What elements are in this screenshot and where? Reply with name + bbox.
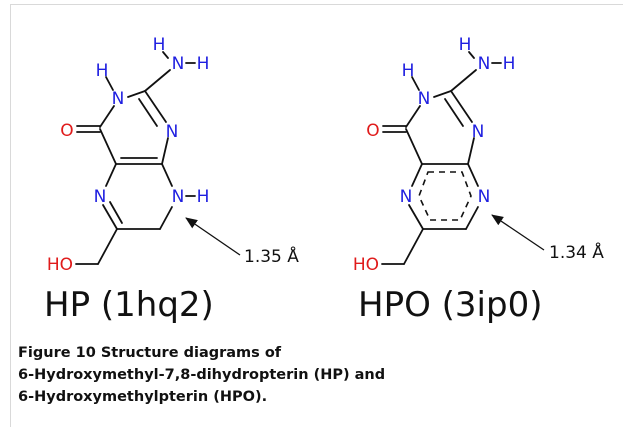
- bond-length-arrow-hp: [185, 217, 241, 256]
- caption-label: Figure 10: [18, 345, 96, 361]
- atom-n-amino: N: [172, 54, 185, 74]
- atom-n8: N: [172, 187, 185, 207]
- caption-line-1: Figure 10 Structure diagrams of: [18, 342, 578, 364]
- atom-o-carbonyl: O: [366, 121, 379, 141]
- atom-n8: N: [478, 187, 491, 207]
- atom-n5: N: [94, 187, 107, 207]
- caption-title-start: Structure diagrams of: [100, 345, 282, 361]
- atom-n1: N: [112, 89, 125, 109]
- molecule-name-hp: HP (1hq2): [44, 285, 214, 325]
- atom-h-amino-top: H: [153, 35, 166, 55]
- molecule-hpo: H N H H N N O N N HO 1.34 Å HPO (3ip0): [353, 35, 604, 325]
- caption-line-2: 6-Hydroxymethyl-7,8-dihydropterin (HP) a…: [18, 367, 386, 383]
- atom-labels-hpo: H N H H N N O N N HO: [353, 35, 516, 275]
- atom-h-n1: H: [402, 61, 415, 81]
- atom-h-n8: H: [197, 187, 210, 207]
- molecule-hp: H N H H N N O N N H HO 1.35 Å HP (1hq2): [44, 35, 299, 325]
- figure-caption: Figure 10 Structure diagrams of 6-Hydrox…: [18, 342, 578, 408]
- atom-n-amino: N: [478, 54, 491, 74]
- bond-length-label-hp: 1.35 Å: [244, 245, 299, 267]
- caption-line-3: 6-Hydroxymethylpterin (HPO).: [18, 389, 268, 405]
- atom-n3: N: [472, 122, 485, 142]
- atom-h-amino-right: H: [197, 54, 210, 74]
- atom-n5: N: [400, 187, 413, 207]
- bond-length-label-hpo: 1.34 Å: [549, 241, 604, 263]
- atom-h-amino-right: H: [503, 54, 516, 74]
- frame-left-border: [10, 4, 11, 427]
- atom-n1: N: [418, 89, 431, 109]
- molecule-name-hpo: HPO (3ip0): [358, 285, 542, 325]
- atom-hydroxyl: HO: [353, 255, 379, 275]
- bond-length-arrow-hpo: [491, 214, 545, 251]
- aromatic-ring-indicator: [418, 171, 472, 221]
- structure-diagrams: H N H H N N O N N H HO 1.35 Å HP (1hq2): [44, 35, 604, 325]
- atom-h-amino-top: H: [459, 35, 472, 55]
- atom-labels-hp: H N H H N N O N N H HO: [47, 35, 210, 275]
- atom-h-n1: H: [96, 61, 109, 81]
- atom-n3: N: [166, 122, 179, 142]
- bonds-hpo: [381, 51, 502, 265]
- atom-hydroxyl: HO: [47, 255, 73, 275]
- atom-o-carbonyl: O: [60, 121, 73, 141]
- frame-top-border: [10, 4, 623, 5]
- bonds-hp: [75, 51, 196, 265]
